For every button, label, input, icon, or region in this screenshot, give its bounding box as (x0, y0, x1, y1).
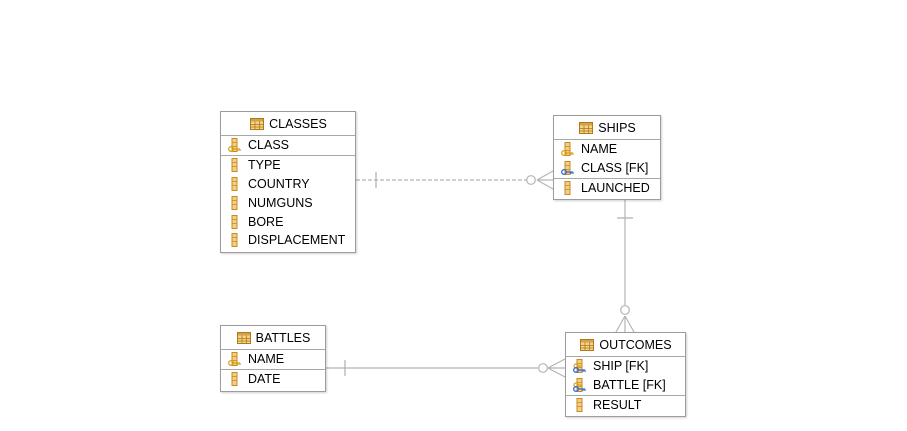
column-row[interactable]: CLASS (221, 136, 355, 155)
relationship-classes-ships[interactable] (356, 170, 554, 190)
column-name: NUMGUNS (248, 195, 313, 210)
column-icon (227, 371, 243, 387)
column-row[interactable]: RESULT (566, 396, 685, 415)
column-row[interactable]: CLASS [FK] (554, 159, 660, 178)
column-name: DATE (248, 372, 281, 387)
column-name: DISPLACEMENT (248, 233, 346, 248)
table-name: BATTLES (255, 330, 311, 345)
relationship-ships-outcomes[interactable] (615, 199, 635, 333)
column-icon (227, 232, 243, 248)
column-row[interactable]: LAUNCHED (554, 179, 660, 198)
column-name: NAME (248, 352, 285, 367)
table-outcomes[interactable]: OUTCOMES SHIP [FK] BATTLE [FK] RESULT (565, 332, 686, 418)
column-name: LAUNCHED (581, 180, 650, 195)
column-icon (227, 195, 243, 211)
primary-key-icon (560, 141, 576, 157)
table-icon (579, 337, 595, 353)
column-row[interactable]: DISPLACEMENT (221, 231, 355, 250)
column-name: CLASS (248, 138, 289, 153)
column-icon (572, 397, 588, 413)
table-header[interactable]: BATTLES (221, 326, 325, 350)
columns-section: RESULT (566, 396, 685, 417)
table-header[interactable]: SHIPS (554, 116, 660, 140)
column-row[interactable]: BATTLE [FK] (566, 376, 685, 395)
table-header[interactable]: CLASSES (221, 112, 355, 136)
columns-section: TYPE COUNTRY NUMGUNS BORE DISPLACEMENT (221, 156, 355, 252)
table-classes[interactable]: CLASSES CLASS TYPE COUNTRY NUMGUNS BORE DISP… (220, 111, 356, 253)
column-icon (227, 176, 243, 192)
column-row[interactable]: NUMGUNS (221, 193, 355, 212)
table-icon (578, 120, 594, 136)
column-row[interactable]: NAME (554, 140, 660, 159)
column-icon (560, 180, 576, 196)
table-name: OUTCOMES (599, 337, 672, 352)
relationship-battles-outcomes[interactable] (326, 358, 566, 378)
column-name: RESULT (593, 397, 642, 412)
columns-section: LAUNCHED (554, 179, 660, 200)
column-row[interactable]: NAME (221, 350, 325, 369)
column-name: BATTLE [FK] (593, 378, 666, 393)
column-name: TYPE (248, 158, 281, 173)
table-name: CLASSES (269, 116, 327, 131)
foreign-key-icon (560, 160, 576, 176)
column-row[interactable]: SHIP [FK] (566, 357, 685, 376)
primary-foreign-key-icon (572, 358, 588, 374)
column-row[interactable]: TYPE (221, 156, 355, 175)
column-name: CLASS [FK] (581, 161, 649, 176)
column-row[interactable]: COUNTRY (221, 175, 355, 194)
columns-section: DATE (221, 370, 325, 391)
primary-key-icon (227, 137, 243, 153)
column-name: COUNTRY (248, 176, 310, 191)
table-icon (236, 330, 252, 346)
column-row[interactable]: DATE (221, 370, 325, 389)
key-columns-section: NAME (221, 350, 325, 370)
primary-key-icon (227, 351, 243, 367)
column-row[interactable]: BORE (221, 212, 355, 231)
table-header[interactable]: OUTCOMES (566, 333, 685, 357)
column-name: SHIP [FK] (593, 359, 649, 374)
column-icon (227, 214, 243, 230)
key-columns-section: NAME CLASS [FK] (554, 140, 660, 179)
key-columns-section: CLASS (221, 136, 355, 156)
table-ships[interactable]: SHIPS NAME CLASS [FK] LAUNCHED (553, 115, 661, 201)
primary-foreign-key-icon (572, 377, 588, 393)
column-icon (227, 157, 243, 173)
table-icon (249, 116, 265, 132)
table-battles[interactable]: BATTLES NAME DATE (220, 325, 326, 392)
column-name: BORE (248, 214, 284, 229)
key-columns-section: SHIP [FK] BATTLE [FK] (566, 357, 685, 396)
table-name: SHIPS (598, 120, 636, 135)
column-name: NAME (581, 142, 618, 157)
